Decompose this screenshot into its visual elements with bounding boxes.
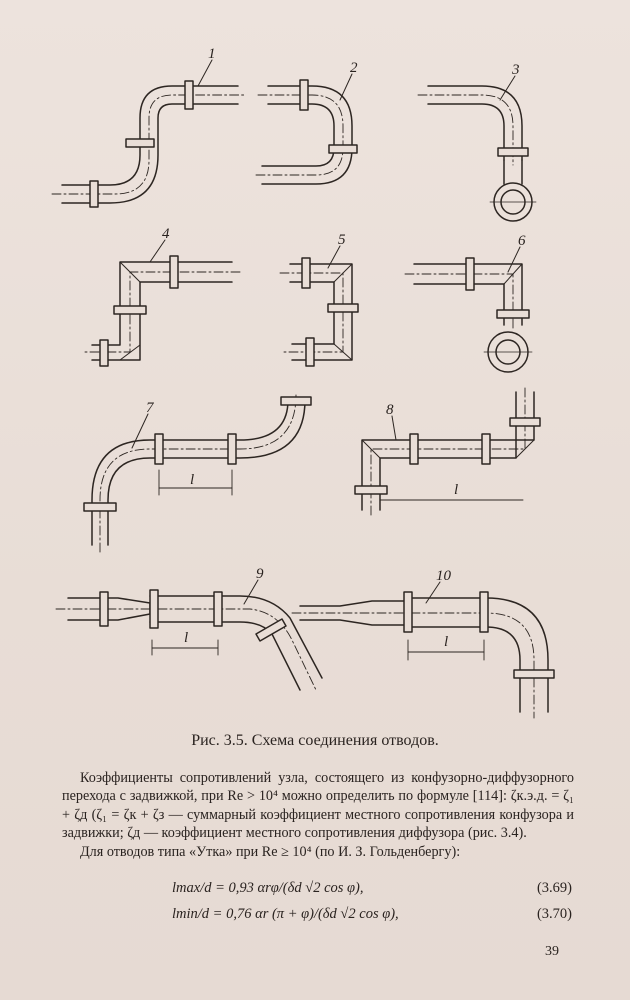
bend-2 — [253, 79, 358, 185]
bend-6 — [404, 257, 533, 373]
label-3: 3 — [511, 62, 520, 78]
figure-caption: Рис. 3.5. Схема соединения отводов. — [191, 732, 439, 749]
paragraph-1: Коэффициенты сопротивлений узла, состоящ… — [62, 770, 574, 842]
label-10: 10 — [436, 568, 452, 584]
body-text: Коэффициенты сопротивлений узла, состоящ… — [62, 769, 574, 861]
label-6: 6 — [518, 233, 526, 249]
dimension-l-8: l — [454, 482, 458, 498]
label-8: 8 — [386, 402, 394, 418]
label-9: 9 — [256, 566, 264, 582]
formula-number: (3.70) — [536, 906, 572, 922]
paragraph-2: Для отводов типа «Утка» при Re ≥ 10⁴ (по… — [80, 843, 461, 860]
formula-number: (3.69) — [536, 880, 572, 896]
label-1: 1 — [208, 46, 216, 62]
label-4: 4 — [162, 226, 170, 242]
dimension-l-10: l — [444, 634, 448, 650]
pipe-bend-figure: 1 2 3 4 5 6 7 8 9 10 l l l l — [51, 46, 555, 719]
dimension-l-7: l — [190, 472, 194, 488]
bend-8 — [354, 384, 541, 516]
bend-9 — [55, 589, 323, 691]
label-7: 7 — [146, 400, 155, 416]
label-5: 5 — [338, 232, 346, 248]
bend-4 — [81, 255, 241, 367]
bend-1 — [51, 80, 247, 208]
label-2: 2 — [350, 60, 358, 76]
bend-10 — [291, 591, 555, 719]
dimension-l-9: l — [184, 630, 188, 646]
formula-expression: lmax/d = 0,93 αrφ/(δd √2 cos φ), — [172, 880, 364, 896]
page-number: 39 — [545, 944, 559, 959]
bend-5 — [279, 257, 359, 367]
formula-expression: lmin/d = 0,76 αr (π + φ)/(δd √2 cos φ), — [172, 906, 399, 922]
bend-3 — [417, 85, 537, 222]
bend-7 — [83, 394, 312, 553]
